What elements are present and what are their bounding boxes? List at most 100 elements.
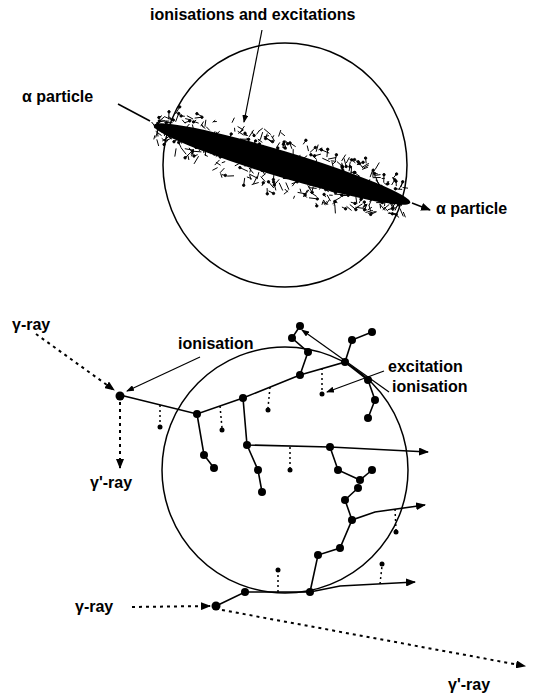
track-dot — [173, 141, 175, 143]
track-spur — [375, 174, 380, 176]
track-spur — [373, 177, 381, 178]
track-dot — [190, 133, 192, 135]
track-dot — [357, 161, 359, 163]
track-spur — [400, 208, 403, 216]
track-spur — [202, 134, 208, 138]
track-spur — [394, 213, 399, 217]
leader-arrows — [127, 330, 389, 392]
track-spur — [221, 173, 222, 177]
track-dot — [249, 150, 251, 152]
track-spur — [370, 171, 372, 177]
track-spur — [403, 187, 408, 189]
track-dot — [158, 116, 160, 118]
track-spur — [214, 131, 215, 136]
track-spur — [322, 200, 324, 205]
track-dot — [316, 198, 318, 200]
track-dot — [310, 154, 312, 156]
track-spur — [290, 143, 292, 149]
track-dot — [394, 188, 396, 190]
track-spur — [398, 194, 400, 200]
track-spur — [244, 162, 245, 166]
track-dot — [342, 169, 344, 171]
track-dot — [172, 128, 174, 130]
track-spur — [347, 206, 352, 210]
track-dot — [261, 169, 263, 171]
track-dot — [178, 112, 180, 114]
track-dot — [178, 141, 180, 143]
track-dot — [335, 172, 337, 174]
track-dot — [196, 113, 198, 115]
track-spur — [281, 132, 285, 135]
track-spur — [298, 155, 300, 160]
track-spur — [322, 158, 330, 161]
track-spur — [363, 204, 367, 207]
track-spur — [261, 177, 266, 182]
track-spur — [302, 156, 307, 160]
track-spur — [252, 183, 259, 185]
track-spur — [197, 130, 198, 135]
track-dot — [354, 171, 356, 173]
track-spur — [211, 149, 219, 152]
track-spur — [315, 160, 317, 164]
track-spur — [250, 175, 251, 180]
track-dot — [323, 193, 325, 195]
track-dot — [220, 136, 222, 138]
track-spur — [192, 125, 194, 134]
track-spur — [187, 116, 193, 119]
track-dot — [239, 166, 241, 168]
track-spur — [162, 120, 169, 121]
track-spur — [191, 152, 193, 156]
track-dot — [179, 106, 181, 108]
track-dot — [264, 137, 266, 139]
track-spur — [280, 173, 285, 175]
track-spur — [238, 127, 244, 131]
track-spur — [255, 151, 259, 153]
track-spur — [187, 130, 189, 135]
track-spur — [232, 118, 234, 123]
track-spur — [222, 162, 225, 163]
track-dot — [228, 139, 230, 141]
track-dot — [316, 205, 318, 207]
track-spur — [310, 173, 315, 175]
track-spur — [320, 176, 321, 184]
track-spur — [307, 146, 308, 152]
track-dot — [169, 135, 171, 137]
track-dot — [364, 157, 366, 159]
track-spur — [284, 191, 288, 195]
track-spur — [286, 183, 289, 190]
track-spur — [157, 139, 159, 146]
track-spur — [334, 205, 336, 214]
track-dot — [236, 153, 238, 155]
track-spur — [356, 161, 359, 164]
track-spur — [262, 174, 266, 177]
track-dot — [243, 184, 245, 186]
track-spur — [332, 162, 333, 167]
track-spur — [331, 160, 334, 161]
track-spur — [220, 168, 224, 173]
track-spur — [214, 131, 219, 136]
track-spur — [344, 180, 347, 185]
track-dot — [160, 125, 162, 127]
track-spur — [260, 145, 263, 147]
track-spur — [203, 142, 206, 144]
track-dot — [193, 155, 195, 157]
track-dot — [370, 213, 372, 215]
track-spur — [328, 169, 334, 172]
track-dot — [386, 195, 388, 197]
track-spur — [298, 168, 299, 171]
text-label: α particle — [436, 200, 507, 218]
track-spur — [165, 122, 168, 128]
track-spur — [363, 204, 367, 206]
track-spur — [262, 159, 266, 163]
track-spur — [188, 142, 191, 144]
track-dot — [317, 166, 319, 168]
track-spur — [258, 139, 263, 142]
volume-circle — [162, 347, 408, 593]
track-spur — [270, 162, 273, 169]
track-spur — [387, 181, 389, 184]
alpha-in-line — [118, 104, 150, 121]
track-dot — [273, 181, 275, 183]
track-dot — [189, 120, 191, 122]
track-dot — [244, 132, 246, 134]
